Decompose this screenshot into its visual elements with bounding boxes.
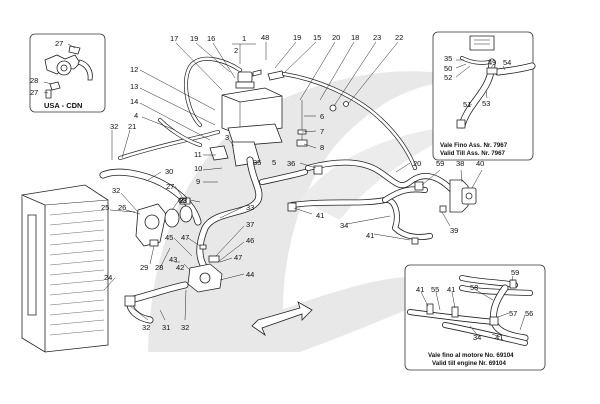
callout-38: 38 xyxy=(456,159,464,168)
callout-32a: 32 xyxy=(110,122,118,131)
callout-35: 35 xyxy=(253,158,261,167)
callout-41b: 41 xyxy=(366,231,374,240)
leader-lines xyxy=(103,41,483,321)
br-label-34: 34 xyxy=(473,333,481,342)
callout-33: 33 xyxy=(246,203,254,212)
callout-30: 30 xyxy=(165,167,173,176)
br-label-41c: 41 xyxy=(495,333,503,342)
br-label-58: 58 xyxy=(470,283,478,292)
callout-34: 34 xyxy=(340,221,348,230)
callout-15: 15 xyxy=(313,33,321,42)
callout-37: 37 xyxy=(246,220,254,229)
callout-47a: 47 xyxy=(181,233,189,242)
callout-46: 46 xyxy=(246,236,254,245)
tr-label-35: 35 xyxy=(444,54,452,63)
main-hoses xyxy=(99,156,263,324)
callout-19b: 19 xyxy=(293,33,301,42)
callout-27: 27 xyxy=(166,182,174,191)
callout-21: 21 xyxy=(128,122,136,131)
br-label-57: 57 xyxy=(509,309,517,318)
center-pipes xyxy=(259,159,477,245)
callout-22: 22 xyxy=(395,33,403,42)
callout-1: 1 xyxy=(242,34,246,43)
inset-bottom-right xyxy=(404,264,546,371)
inset-usa-cdn xyxy=(29,33,106,113)
usa-label-27a: 27 xyxy=(55,39,63,48)
callout-47b: 47 xyxy=(234,253,242,262)
br-label-59: 59 xyxy=(511,268,519,277)
br-label-55: 55 xyxy=(431,285,439,294)
tr-label-53: 53 xyxy=(482,99,490,108)
callout-20b: 20 xyxy=(413,159,421,168)
callout-9: 9 xyxy=(196,177,200,186)
callout-48: 48 xyxy=(261,33,269,42)
callout-28b: 28 xyxy=(155,263,163,272)
callout-2: 2 xyxy=(234,46,238,55)
callout-4: 4 xyxy=(134,111,138,120)
callout-3: 3 xyxy=(225,133,229,142)
callout-28a: 28 xyxy=(179,196,187,205)
callout-23: 23 xyxy=(373,33,381,42)
callout-17: 17 xyxy=(170,34,178,43)
tr-label-50: 50 xyxy=(444,64,452,73)
usa-label-28: 28 xyxy=(30,76,38,85)
callout-40: 40 xyxy=(476,159,484,168)
tr-label-54: 54 xyxy=(503,58,511,67)
callout-29: 29 xyxy=(140,263,148,272)
callout-44: 44 xyxy=(246,270,254,279)
main-callouts: 1 2 17 19 16 48 19 15 20 18 23 22 12 13 … xyxy=(101,33,484,332)
expansion-tank xyxy=(209,69,285,167)
inset-top-right xyxy=(432,31,536,161)
thermostat-housing xyxy=(124,197,223,307)
tr-caption-line1: Vale Fino Ass. Nr. 7967 xyxy=(440,142,508,149)
callout-13: 13 xyxy=(130,82,138,91)
callout-16: 16 xyxy=(207,34,215,43)
br-label-41a: 41 xyxy=(416,285,424,294)
callout-32c: 32 xyxy=(142,323,150,332)
br-label-41b: 41 xyxy=(447,285,455,294)
callout-18: 18 xyxy=(351,33,359,42)
tr-label-49: 49 xyxy=(488,58,496,67)
radiator xyxy=(21,184,109,353)
callout-6: 6 xyxy=(320,112,324,121)
tr-label-51: 51 xyxy=(463,100,471,109)
callout-39: 39 xyxy=(450,226,458,235)
tr-caption-line2: Valid Till Ass. Nr. 7967 xyxy=(440,150,506,157)
usa-label-27b: 27 xyxy=(30,88,38,97)
callout-12: 12 xyxy=(130,65,138,74)
callout-26: 26 xyxy=(118,203,126,212)
callout-11: 11 xyxy=(194,150,202,159)
callout-19a: 19 xyxy=(190,34,198,43)
br-caption-line2: Valid till engine Nr. 69104 xyxy=(432,360,506,367)
callout-8: 8 xyxy=(320,143,324,152)
br-caption-line1: Vale fino al motore No. 69104 xyxy=(428,352,514,359)
tank-lines xyxy=(118,56,417,170)
callout-60: 60 xyxy=(178,196,186,205)
tr-label-52: 52 xyxy=(444,73,452,82)
callout-32b: 32 xyxy=(112,186,120,195)
callout-45: 45 xyxy=(165,233,173,242)
callout-32d: 32 xyxy=(181,323,189,332)
br-label-56: 56 xyxy=(525,309,533,318)
callout-14: 14 xyxy=(130,97,138,106)
callout-41a: 41 xyxy=(316,211,324,220)
callout-42: 42 xyxy=(176,263,184,272)
callout-5: 5 xyxy=(272,158,276,167)
callout-10: 10 xyxy=(194,164,202,173)
usa-inset-title: USA - CDN xyxy=(44,101,82,110)
callout-43: 43 xyxy=(169,255,177,264)
callout-25: 25 xyxy=(101,203,109,212)
callout-20a: 20 xyxy=(332,33,340,42)
callout-31: 31 xyxy=(162,323,170,332)
callout-36: 36 xyxy=(287,159,295,168)
callout-24: 24 xyxy=(104,273,112,282)
callout-59: 59 xyxy=(436,159,444,168)
callout-7: 7 xyxy=(320,127,324,136)
direction-arrow xyxy=(251,301,313,337)
